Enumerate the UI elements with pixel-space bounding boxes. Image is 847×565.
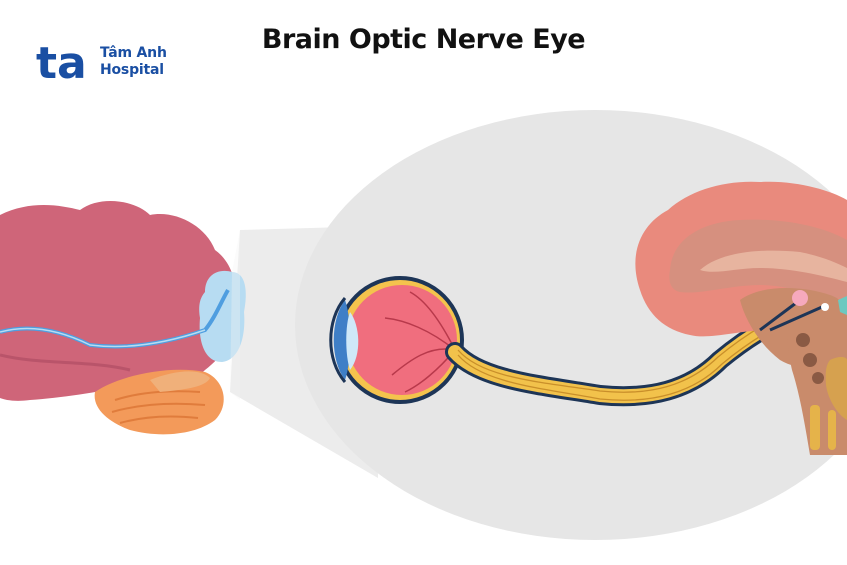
retina <box>347 285 457 395</box>
brain-side-view <box>0 200 246 435</box>
logo-text: Tâm Anh Hospital <box>100 45 167 79</box>
pretectal-area <box>838 296 847 315</box>
superior-colliculus <box>821 303 829 311</box>
brain-sagittal-view <box>635 181 847 455</box>
page-title: Brain Optic Nerve Eye <box>261 24 586 55</box>
cerebellum-lines <box>111 390 206 424</box>
brainstem-nucleus-3 <box>812 372 824 384</box>
cerebrum <box>0 200 236 401</box>
hospital-logo: ta Tâm Anh Hospital <box>36 40 167 84</box>
spinal-segment-2 <box>828 410 836 450</box>
cornea <box>333 300 351 380</box>
lens <box>346 312 359 370</box>
logo-mark-text: ta <box>36 40 87 84</box>
lateral-geniculate-nucleus <box>792 290 808 306</box>
eyeball <box>329 276 464 404</box>
brainstem <box>150 371 210 392</box>
brainstem-nucleus-1 <box>796 333 810 347</box>
nerve-branch <box>759 298 823 332</box>
cornea-outline <box>329 297 347 383</box>
cerebrum-fold <box>0 353 131 372</box>
beam-overlay <box>230 230 240 400</box>
corpus-callosum <box>700 250 847 282</box>
logo-line-2: Hospital <box>100 62 164 78</box>
brainstem-nucleus-2 <box>803 353 817 367</box>
cerebellum-sagittal <box>825 356 847 420</box>
optic-pathway-inner <box>0 327 206 348</box>
logo-line-1: Tâm Anh <box>100 45 167 61</box>
visual-cortex <box>199 270 246 362</box>
retina-vessels <box>384 291 456 393</box>
spinal-segment <box>810 405 820 450</box>
logo-mark-icon: ta <box>36 40 87 84</box>
